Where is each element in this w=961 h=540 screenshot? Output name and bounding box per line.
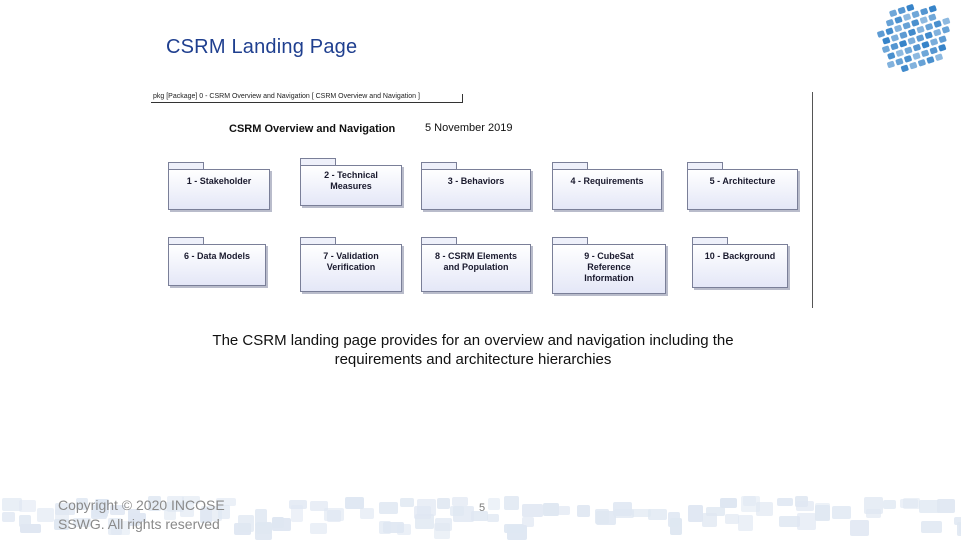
package-behaviors[interactable]: 3 - Behaviors xyxy=(421,162,531,210)
package-validation-verification[interactable]: 7 - Validation Verification xyxy=(300,237,402,292)
package-architecture[interactable]: 5 - Architecture xyxy=(687,162,798,210)
footer-tile-pattern xyxy=(2,496,961,540)
package-label: 9 - CubeSat Reference Information xyxy=(584,251,634,283)
diagram-title: CSRM Overview and Navigation xyxy=(229,123,396,135)
diagram-header-corner xyxy=(462,94,463,103)
package-label: 2 - Technical Measures xyxy=(324,170,378,191)
package-csrm-elements[interactable]: 8 - CSRM Elements and Population xyxy=(421,237,531,292)
package-data-models[interactable]: 6 - Data Models xyxy=(168,237,266,286)
diagram-date: 5 November 2019 xyxy=(425,122,513,134)
package-label: 8 - CSRM Elements and Population xyxy=(434,251,518,272)
caption-line: requirements and architecture hierarchie… xyxy=(334,351,612,368)
package-cubesat-reference[interactable]: 9 - CubeSat Reference Information xyxy=(552,237,666,294)
package-background[interactable]: 10 - Background xyxy=(692,237,788,288)
package-label: 10 - Background xyxy=(704,251,776,261)
incose-globe-logo-icon xyxy=(877,4,951,72)
package-label: 7 - Validation Verification xyxy=(323,251,379,272)
package-label: 1 - Stakeholder xyxy=(186,176,252,186)
diagram-frame-border xyxy=(812,92,813,308)
package-label: 6 - Data Models xyxy=(183,251,250,261)
diagram-header-underline xyxy=(151,102,463,103)
slide-title: CSRM Landing Page xyxy=(166,36,358,58)
copyright-line: SSWG. All rights reserved xyxy=(58,516,220,532)
page-number: 5 xyxy=(479,502,486,514)
package-stakeholder[interactable]: 1 - Stakeholder xyxy=(168,162,270,210)
package-label: 3 - Behaviors xyxy=(447,176,505,186)
diagram-header: pkg [Package] 0 - CSRM Overview and Navi… xyxy=(153,93,420,100)
package-technical-measures[interactable]: 2 - Technical Measures xyxy=(300,158,402,206)
package-requirements[interactable]: 4 - Requirements xyxy=(552,162,662,210)
copyright-line: Copyright © 2020 INCOSE xyxy=(58,497,225,513)
copyright-notice: Copyright © 2020 INCOSE SSWG. All rights… xyxy=(58,496,225,534)
package-diagram: pkg [Package] 0 - CSRM Overview and Navi… xyxy=(151,90,813,308)
package-label: 5 - Architecture xyxy=(709,176,776,186)
caption-line: The CSRM landing page provides for an ov… xyxy=(212,332,734,349)
package-label: 4 - Requirements xyxy=(570,176,644,186)
slide-caption: The CSRM landing page provides for an ov… xyxy=(150,331,796,369)
